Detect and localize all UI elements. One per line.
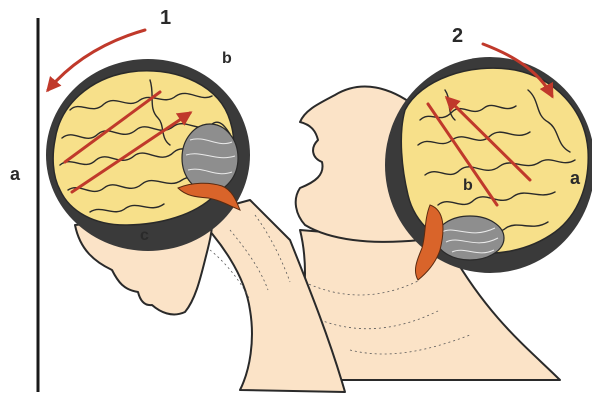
impact-number-2: 2 <box>452 25 463 47</box>
right-cerebellum <box>436 216 504 260</box>
right-head <box>285 44 592 380</box>
left-cerebellum <box>182 124 238 192</box>
label-b-left: b <box>222 50 232 67</box>
label-c-left: c <box>140 227 149 244</box>
impact-number-1: 1 <box>160 7 171 29</box>
label-b-right: b <box>463 177 473 194</box>
label-a-left: a <box>10 164 21 184</box>
label-a-right: a <box>570 168 581 188</box>
